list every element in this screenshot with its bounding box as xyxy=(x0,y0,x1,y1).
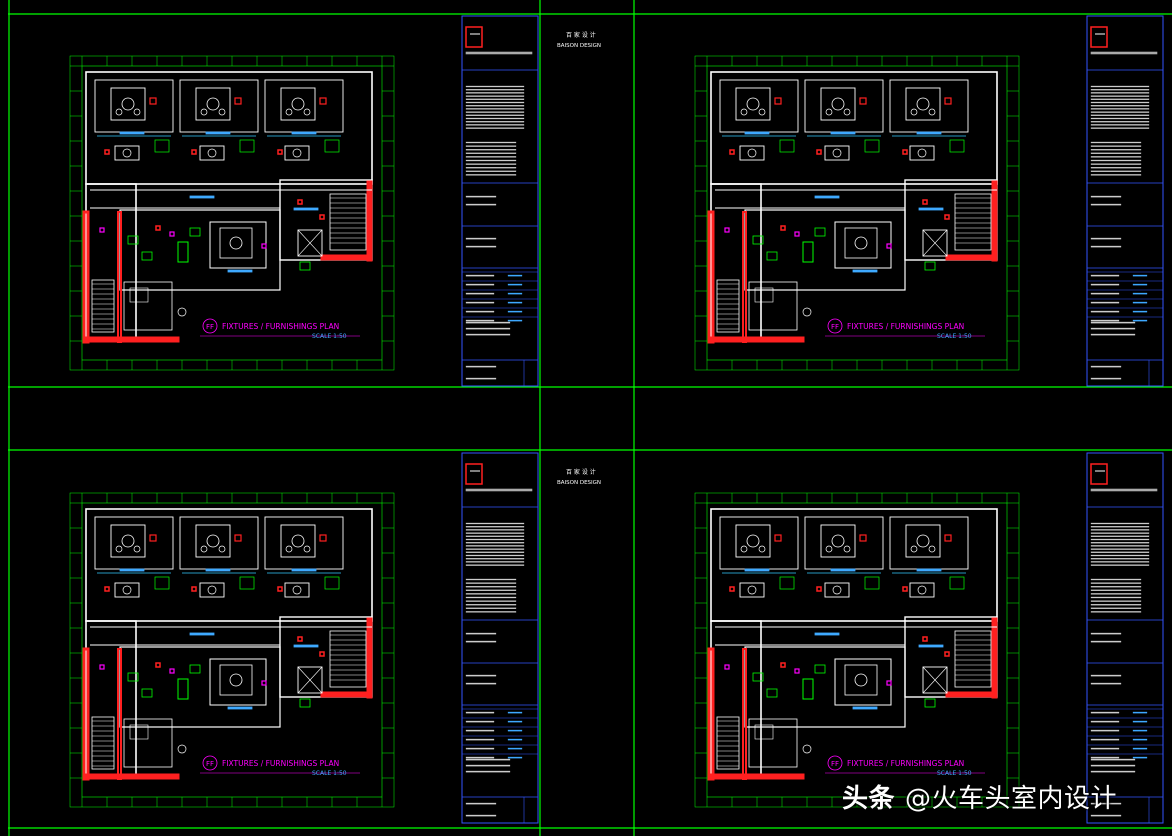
brand-cn-1: 百 家 设 计 xyxy=(566,31,596,39)
sheet-code-1: FF xyxy=(206,323,214,331)
floor-plan-3 xyxy=(69,492,395,808)
watermark-brand: 头条 xyxy=(842,784,896,814)
floor-plan-2 xyxy=(694,55,1020,371)
brand-en-1: BAISON DESIGN xyxy=(557,43,601,49)
sheet-code-3: FF xyxy=(206,760,214,768)
sheet-scale-2: SCALE 1:50 xyxy=(937,333,972,340)
brand-en-3: BAISON DESIGN xyxy=(557,480,601,486)
sheet-3[interactable]: FF FIXTURES / FURNISHINGS PLAN SCALE 1:5… xyxy=(69,452,601,824)
viewport-borders xyxy=(8,0,1172,836)
sheet-scale-3: SCALE 1:50 xyxy=(312,770,347,777)
watermark: 头条 @火车头室内设计 xyxy=(842,778,1117,815)
sheet-title-2: FIXTURES / FURNISHINGS PLAN xyxy=(847,322,964,331)
sheet-code-4: FF xyxy=(831,760,839,768)
title-block-3 xyxy=(461,452,539,824)
sheet-1[interactable]: FF FIXTURES / FURNISHINGS PLAN SCALE 1:5… xyxy=(69,15,601,387)
floor-plan-4 xyxy=(694,492,1020,808)
sheet-title-4: FIXTURES / FURNISHINGS PLAN xyxy=(847,759,964,768)
title-block-4 xyxy=(1086,452,1164,824)
sheet-title-3: FIXTURES / FURNISHINGS PLAN xyxy=(222,759,339,768)
sheet-4[interactable]: FF FIXTURES / FURNISHINGS PLAN SCALE 1:5… xyxy=(694,452,1164,824)
title-block-1 xyxy=(461,15,539,387)
sheet-code-2: FF xyxy=(831,323,839,331)
sheet-scale-1: SCALE 1:50 xyxy=(312,333,347,340)
watermark-handle: @火车头室内设计 xyxy=(905,784,1118,814)
floor-plan-1 xyxy=(69,55,395,371)
brand-cn-3: 百 家 设 计 xyxy=(566,468,596,476)
sheet-2[interactable]: FF FIXTURES / FURNISHINGS PLAN SCALE 1:5… xyxy=(694,15,1164,387)
title-block-2 xyxy=(1086,15,1164,387)
sheet-scale-4: SCALE 1:50 xyxy=(937,770,972,777)
sheet-title-1: FIXTURES / FURNISHINGS PLAN xyxy=(222,322,339,331)
